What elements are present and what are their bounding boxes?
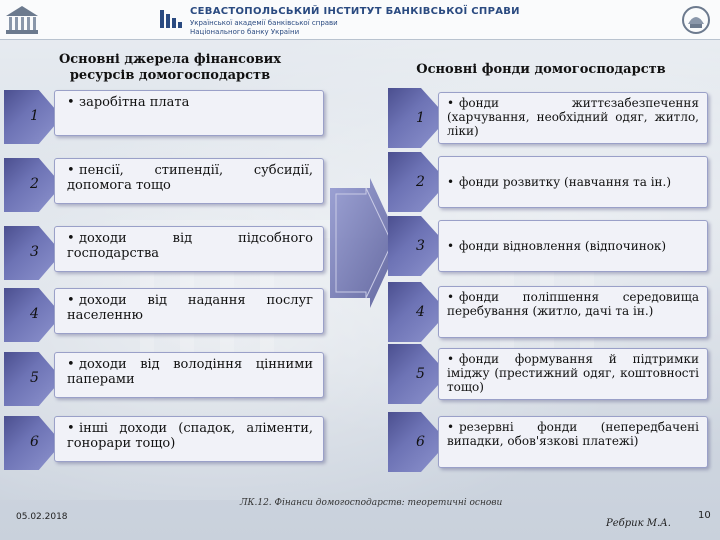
page-number: 10 — [698, 510, 711, 521]
income-source-row: 2 •пенсії, стипендії, субсидії, допомога… — [4, 158, 324, 212]
row-number: 4 — [416, 304, 425, 320]
income-source-box: • заробітна плата — [54, 90, 324, 136]
row-number: 5 — [416, 366, 425, 382]
household-fund-row: 5 •фонди формування й підтримки іміджу (… — [388, 344, 708, 404]
slide-header: СЕВАСТОПОЛЬСЬКИЙ ІНСТИТУТ БАНКІВСЬКОЇ СП… — [0, 0, 720, 40]
household-fund-box: •фонди життєзабезпечення (харчування, не… — [438, 92, 708, 144]
bullet-icon: • — [447, 420, 455, 434]
income-source-box: •інші доходи (спадок, аліменти, гонорари… — [54, 416, 324, 462]
institute-subtitle-2: Національного банку України — [190, 28, 300, 36]
income-source-text: пенсії, стипендії, субсидії, допомога то… — [67, 163, 313, 193]
household-fund-row: 4 •фонди поліпшення середовища перебуван… — [388, 282, 708, 342]
household-fund-box: •фонди поліпшення середовища перебування… — [438, 286, 708, 338]
income-source-box: •доходи від надання послуг населенню — [54, 288, 324, 334]
row-number: 5 — [30, 370, 39, 386]
bullet-icon: • — [447, 96, 455, 110]
bullet-icon: • — [447, 239, 455, 253]
right-section-title: Основні фонди домогосподарств — [416, 62, 666, 77]
row-number: 6 — [416, 434, 425, 450]
income-source-text: інші доходи (спадок, аліменти, гонорари … — [67, 421, 313, 451]
lecture-title: ЛК.12. Фінанси домогосподарств: теоретич… — [240, 498, 503, 508]
bullet-icon: • — [447, 352, 455, 366]
row-number: 1 — [416, 110, 425, 126]
income-source-row: 6 •інші доходи (спадок, аліменти, гонора… — [4, 416, 324, 470]
left-section-title: Основні джерела фінансових ресурсів домо… — [40, 52, 300, 84]
income-source-text: доходи від володіння цінними паперами — [67, 357, 313, 387]
income-source-row: 1 • заробітна плата — [4, 90, 324, 144]
income-source-text: заробітна плата — [79, 95, 190, 110]
household-fund-box: • фонди розвитку (навчання та ін.) — [438, 156, 708, 208]
bullet-icon: • — [67, 163, 75, 178]
row-number: 2 — [416, 174, 425, 190]
income-source-row: 3 •доходи від підсобного господарства — [4, 226, 324, 280]
bullet-icon: • — [67, 293, 75, 308]
slide-date: 05.02.2018 — [16, 512, 68, 522]
bullet-icon: • — [67, 95, 75, 110]
household-fund-text: фонди життєзабезпечення (харчування, нео… — [447, 96, 699, 138]
institute-title: СЕВАСТОПОЛЬСЬКИЙ ІНСТИТУТ БАНКІВСЬКОЇ СП… — [190, 6, 520, 17]
flow-arrow-icon — [330, 178, 400, 308]
row-number: 6 — [30, 434, 39, 450]
household-fund-box: •резервні фонди (непередбачені випадки, … — [438, 416, 708, 468]
household-fund-box: •фонди формування й підтримки іміджу (пр… — [438, 348, 708, 400]
household-fund-text: фонди відновлення (відпочинок) — [459, 239, 667, 253]
income-source-row: 5 •доходи від володіння цінними паперами — [4, 352, 324, 406]
household-fund-text: резервні фонди (непередбачені випадки, о… — [447, 420, 699, 448]
household-fund-box: • фонди відновлення (відпочинок) — [438, 220, 708, 272]
household-fund-text: фонди розвитку (навчання та ін.) — [459, 175, 672, 189]
income-source-box: •пенсії, стипендії, субсидії, допомога т… — [54, 158, 324, 204]
household-fund-row: 2 • фонди розвитку (навчання та ін.) — [388, 152, 708, 212]
row-number: 3 — [30, 244, 39, 260]
bullet-icon: • — [67, 357, 75, 372]
household-fund-row: 1 •фонди життєзабезпечення (харчування, … — [388, 88, 708, 148]
row-number: 1 — [30, 108, 39, 124]
household-fund-row: 3 • фонди відновлення (відпочинок) — [388, 216, 708, 276]
bullet-icon: • — [67, 231, 75, 246]
income-source-box: •доходи від підсобного господарства — [54, 226, 324, 272]
bullet-icon: • — [447, 175, 455, 189]
left-title-line-1: Основні джерела фінансових — [58, 52, 282, 67]
income-source-text: доходи від підсобного господарства — [67, 231, 313, 261]
bank-emblem-icon — [682, 6, 710, 34]
household-fund-text: фонди формування й підтримки іміджу (пре… — [447, 352, 699, 394]
row-number: 2 — [30, 176, 39, 192]
institute-logo-icon — [160, 10, 182, 28]
institute-subtitle-1: Української академії банківської справи — [190, 19, 338, 27]
author-name: Ребрик М.А. — [606, 518, 671, 529]
income-source-text: доходи від надання послуг населенню — [67, 293, 313, 323]
income-source-row: 4 •доходи від надання послуг населенню — [4, 288, 324, 342]
bullet-icon: • — [67, 421, 75, 436]
household-fund-row: 6 •резервні фонди (непередбачені випадки… — [388, 412, 708, 472]
household-fund-text: фонди поліпшення середовища перебування … — [447, 290, 699, 318]
bullet-icon: • — [447, 290, 455, 304]
building-crest-icon — [6, 6, 38, 34]
row-number: 4 — [30, 306, 39, 322]
row-number: 3 — [416, 238, 425, 254]
income-source-box: •доходи від володіння цінними паперами — [54, 352, 324, 398]
left-title-line-2: ресурсів домогосподарств — [69, 68, 271, 83]
